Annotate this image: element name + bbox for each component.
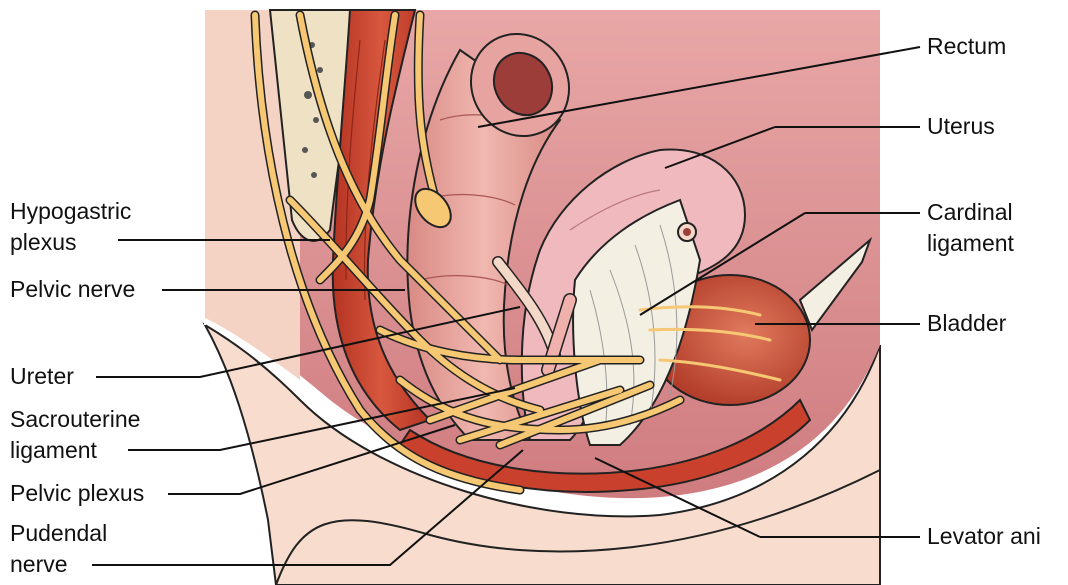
label-pudendal-nerve-line2: nerve [10,549,107,580]
label-sacrouterine-ligament: Sacrouterine ligament [10,404,140,466]
label-cardinal-ligament: Cardinal ligament [927,197,1014,259]
label-pudendal-nerve-line1: Pudendal [10,518,107,549]
label-sacrouterine-ligament-line2: ligament [10,435,140,466]
label-pelvic-plexus: Pelvic plexus [10,478,144,509]
label-hypogastric-plexus-line1: Hypogastric [10,196,131,227]
label-cardinal-ligament-line2: ligament [927,228,1014,259]
label-hypogastric-plexus: Hypogastric plexus [10,196,131,258]
label-levator-ani: Levator ani [927,521,1041,552]
label-pudendal-nerve: Pudendal nerve [10,518,107,580]
label-pelvic-nerve: Pelvic nerve [10,274,135,305]
label-sacrouterine-ligament-line1: Sacrouterine [10,404,140,435]
label-uterus: Uterus [927,111,995,142]
label-ureter: Ureter [10,361,74,392]
label-rectum: Rectum [927,31,1006,62]
label-bladder: Bladder [927,308,1006,339]
label-cardinal-ligament-line1: Cardinal [927,197,1014,228]
label-hypogastric-plexus-line2: plexus [10,227,131,258]
